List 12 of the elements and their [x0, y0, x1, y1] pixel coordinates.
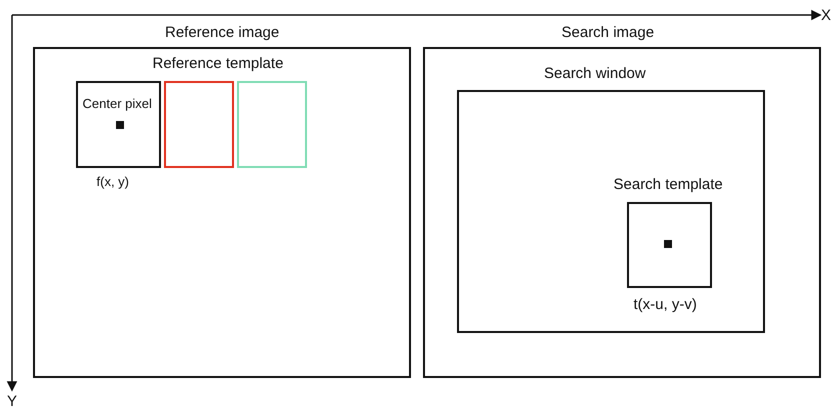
box-title: Reference image [165, 25, 280, 41]
box-title: Search window [544, 66, 646, 82]
template-box [164, 81, 234, 168]
template-box [237, 81, 307, 168]
box-title: Search image [562, 25, 654, 41]
function-label: f(x, y) [96, 174, 129, 190]
box-heading: Reference template [152, 56, 284, 72]
function-label: t(x-u, y-v) [634, 297, 697, 313]
box-title: Center pixel [82, 96, 152, 112]
axis-label: Y [7, 394, 18, 407]
box-title: Search template [614, 177, 723, 193]
axis-label: X [821, 8, 832, 24]
